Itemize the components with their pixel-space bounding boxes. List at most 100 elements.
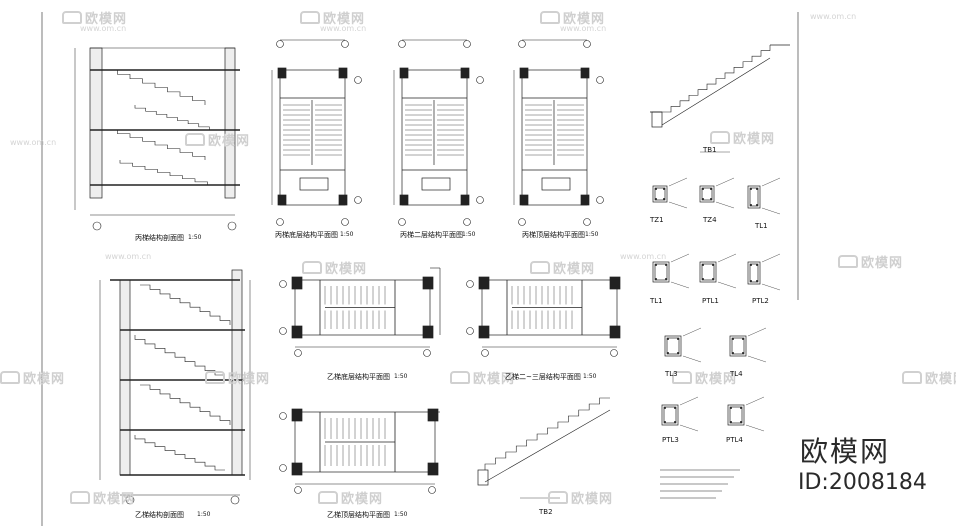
grid-axis-bubble (276, 218, 284, 226)
grid-axis-bubble (398, 218, 406, 226)
grid-axis-bubble (466, 327, 474, 335)
column (291, 276, 303, 290)
watermark-logo: 欧模网 (540, 8, 605, 27)
leader-line (715, 201, 735, 209)
leader-line (670, 253, 690, 263)
rebar-dot (750, 264, 752, 266)
grid-axis-bubble (463, 40, 471, 48)
watermark-logo: 欧模网 (838, 252, 903, 271)
grid-axis-bubble (294, 486, 302, 494)
rebar-dot (742, 352, 744, 354)
grid-axis-bubble (518, 40, 526, 48)
watermark-url: www.om.cn (105, 252, 152, 261)
tz1-section (652, 185, 668, 203)
rebar-dot (664, 407, 666, 409)
watermark-url: www.om.cn (10, 138, 57, 147)
rebar-dot (663, 198, 665, 200)
tl3-label: TL3 (665, 370, 678, 378)
rebar-dot (756, 264, 758, 266)
bing-plan-bottom-title: 丙梯底层结构平面图 (275, 231, 338, 239)
column (427, 408, 439, 422)
tl4-section-rebar (731, 337, 745, 355)
yi-plan-23-outline (481, 279, 618, 336)
rebar-dot (756, 280, 758, 282)
rebar-dot (740, 407, 742, 409)
section-wall-left (119, 279, 131, 476)
ptl1-section-rebar (701, 263, 715, 281)
rebar-dot (655, 198, 657, 200)
grid-axis-bubble (279, 464, 287, 472)
rebar-dot (710, 198, 712, 200)
watermark-logo: 欧模网 (302, 258, 367, 277)
column (460, 194, 470, 206)
rebar-dot (655, 264, 657, 266)
rebar-dot (674, 421, 676, 423)
bing-section-scale: 1:50 (188, 234, 202, 241)
stair-flight (140, 384, 231, 425)
ptl4-label: PTL4 (726, 436, 743, 444)
bing-plan-bottom-outline (279, 69, 346, 206)
tb2-slab-bottom (484, 409, 611, 483)
column (277, 67, 287, 79)
leader-line (679, 396, 699, 406)
watermark-url: www.om.cn (560, 24, 607, 33)
grid-axis-bubble (476, 76, 484, 84)
tb1-slab-bottom (661, 57, 771, 126)
rebar-dot (674, 407, 676, 409)
tl1-label: TL1 (755, 222, 768, 230)
stair-flight (140, 284, 231, 325)
watermark-logo: 欧模网 (530, 258, 595, 277)
grid-axis-bubble (92, 221, 102, 231)
rebar-dot (655, 188, 657, 190)
rebar-dot (677, 338, 679, 340)
tb2-stair-slab (484, 397, 610, 470)
bing-plan-top-scale: 1:50 (585, 231, 599, 238)
stair-flight (134, 435, 225, 471)
leader-line (745, 424, 765, 432)
grid-axis-bubble (423, 349, 431, 357)
column (427, 462, 439, 476)
watermark-url: www.om.cn (80, 24, 127, 33)
grid-axis-bubble (279, 327, 287, 335)
ptl3-section (661, 404, 679, 426)
tl1-section (747, 185, 761, 209)
leader-line (747, 327, 767, 337)
grid-axis-bubble (583, 218, 591, 226)
rebar-dot (702, 278, 704, 280)
watermark-url: www.om.cn (810, 12, 857, 21)
column (478, 325, 490, 339)
tl1b-section (652, 261, 670, 283)
rebar-dot (750, 280, 752, 282)
watermark-logo: 欧模网 (450, 368, 515, 387)
rebar-dot (730, 421, 732, 423)
watermark-logo: 欧模网 (0, 368, 65, 387)
tz4-section-rebar (701, 187, 713, 201)
ptl1-section (699, 261, 717, 283)
column (291, 408, 303, 422)
landing-slab (299, 177, 329, 191)
grid-axis-bubble (398, 40, 406, 48)
tl1b-label: TL1 (650, 297, 663, 305)
bing-plan-2-scale: 1:50 (462, 231, 476, 238)
rebar-dot (702, 264, 704, 266)
rebar-dot (665, 278, 667, 280)
column (519, 194, 529, 206)
watermark-logo: 欧模网 (300, 8, 365, 27)
rebar-dot (730, 407, 732, 409)
rebar-dot (756, 188, 758, 190)
column (277, 194, 287, 206)
bing-plan-2-title: 丙梯二层结构平面图 (400, 231, 463, 239)
tl1b-section-rebar (654, 263, 668, 281)
column (460, 67, 470, 79)
bing-section-title: 丙梯结构剖面图 (135, 234, 184, 242)
rebar-dot (667, 338, 669, 340)
watermark-logo: 欧模网 (70, 488, 135, 507)
column (478, 276, 490, 290)
stair-flight (134, 105, 220, 131)
tb1-beam (651, 111, 663, 128)
rebar-dot (750, 188, 752, 190)
grid-axis-bubble (341, 40, 349, 48)
rebar-dot (750, 204, 752, 206)
column (399, 67, 409, 79)
watermark-logo: 欧模网 (710, 128, 775, 147)
